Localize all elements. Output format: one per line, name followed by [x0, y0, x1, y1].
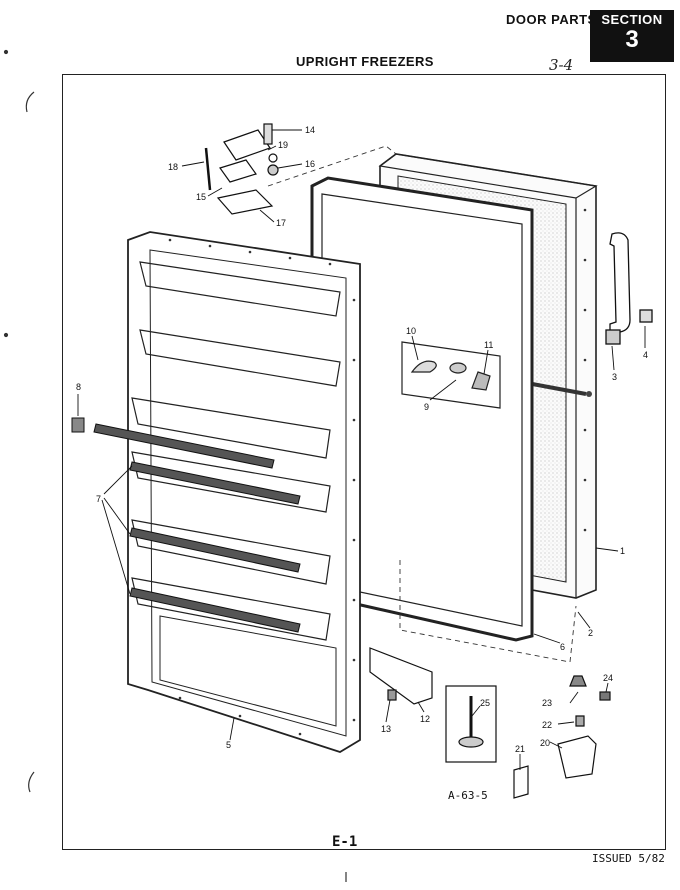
callout-15: 15 [196, 192, 206, 202]
hinge-bar-and-screw [369, 647, 433, 705]
door-handle [605, 232, 653, 345]
callout-16: 16 [305, 159, 315, 169]
page-title: UPRIGHT FREEZERS [296, 54, 434, 69]
callout-10: 10 [406, 326, 416, 336]
callout-25: 25 [480, 698, 490, 708]
top-hinge-parts [204, 123, 279, 215]
callout-24: 24 [603, 673, 613, 683]
section-label: SECTION [601, 12, 663, 27]
leader-lines [77, 129, 646, 770]
door-parts-heading: DOOR PARTS [506, 12, 597, 27]
bottom-hinge-parts [445, 675, 611, 799]
alignment-lines [267, 145, 577, 663]
section-number: 3 [625, 26, 639, 53]
figure-label: E-1 [332, 834, 358, 850]
callout-1: 1 [620, 546, 625, 556]
callout-13: 13 [381, 724, 391, 734]
callout-5: 5 [226, 740, 231, 750]
callout-14: 14 [305, 125, 315, 135]
callout-22: 22 [542, 720, 552, 730]
callout-17: 17 [276, 218, 286, 228]
callout-2: 2 [588, 628, 593, 638]
shelf-retainer-bars [93, 423, 301, 633]
lock-assembly [401, 341, 501, 409]
diagram-frame [62, 74, 666, 850]
callout-6: 6 [560, 642, 565, 652]
figure-code: A-63-5 [448, 789, 488, 802]
issued-date: ISSUED 5/82 [592, 852, 665, 865]
callout-20: 20 [540, 738, 550, 748]
callout-3: 3 [612, 372, 617, 382]
callout-9: 9 [424, 402, 429, 412]
callout-8: 8 [76, 382, 81, 392]
callout-4: 4 [643, 350, 648, 360]
callout-7: 7 [96, 494, 101, 504]
callout-19: 19 [278, 140, 288, 150]
section-badge: SECTION 3 [590, 10, 674, 62]
callout-11: 11 [484, 340, 493, 350]
callout-23: 23 [542, 698, 552, 708]
callout-18: 18 [168, 162, 178, 172]
margin-marks [3, 49, 347, 882]
callout-21: 21 [515, 744, 525, 754]
retainer-end-clip [71, 417, 85, 433]
callout-numbers: 14 19 18 16 15 17 10 11 9 3 4 8 7 1 2 6 … [76, 125, 648, 754]
callout-12: 12 [420, 714, 430, 724]
handwritten-page-ref: 3-4 [549, 56, 574, 74]
